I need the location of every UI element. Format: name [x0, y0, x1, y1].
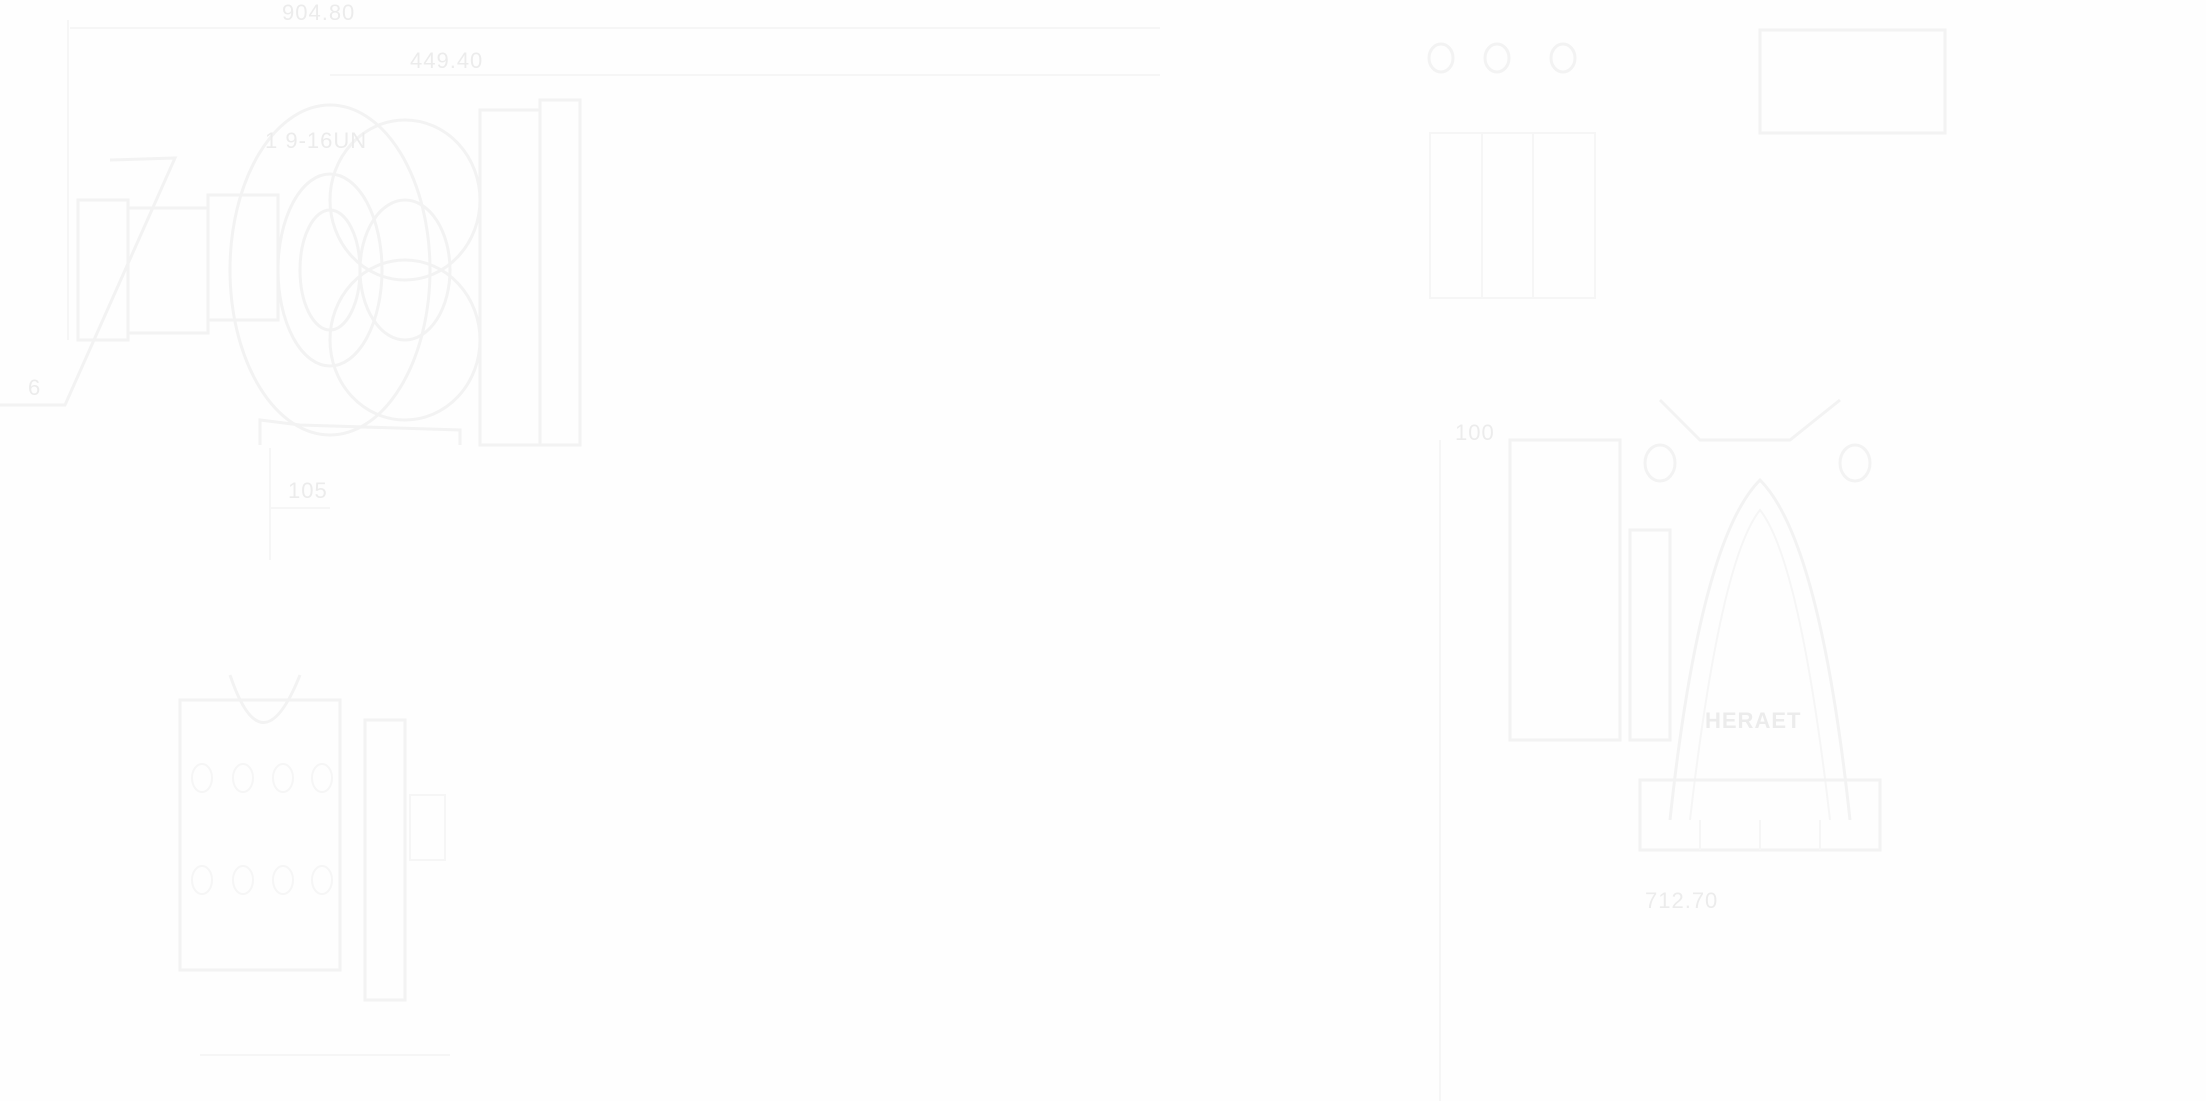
front-view-frame	[178, 698, 342, 972]
top-view-columns	[1429, 132, 1596, 299]
motor-block	[478, 108, 542, 447]
dimension-bottom: 105	[288, 478, 328, 503]
dimension-lower-right: 712.70	[1645, 888, 1719, 913]
side-view-column	[363, 718, 407, 1002]
side-column	[1628, 528, 1672, 742]
impeller-circle	[298, 208, 362, 332]
dimension-overall-length: 904.80	[282, 0, 356, 25]
flange-body	[126, 206, 210, 335]
impeller-circle	[276, 172, 384, 368]
nameplate-label: HERAET	[1705, 708, 1802, 733]
dimension-upper-length: 449.40	[410, 48, 484, 73]
thread-spec-label: 1 9-16UN	[265, 128, 368, 153]
wave-top	[1658, 398, 1841, 442]
base-plate	[258, 418, 462, 445]
shaft-outline	[0, 156, 178, 407]
side-housing	[1508, 438, 1622, 742]
arch-outline	[1668, 477, 1852, 821]
housing-circle	[228, 103, 432, 437]
hub-circle	[358, 198, 452, 342]
top-view-frame	[1758, 28, 1947, 135]
front-view-notch	[228, 674, 302, 724]
motor-end	[538, 98, 582, 447]
dimension-right: 100	[1455, 420, 1495, 445]
dimension-small: 6	[28, 375, 42, 400]
adapter	[206, 193, 280, 322]
